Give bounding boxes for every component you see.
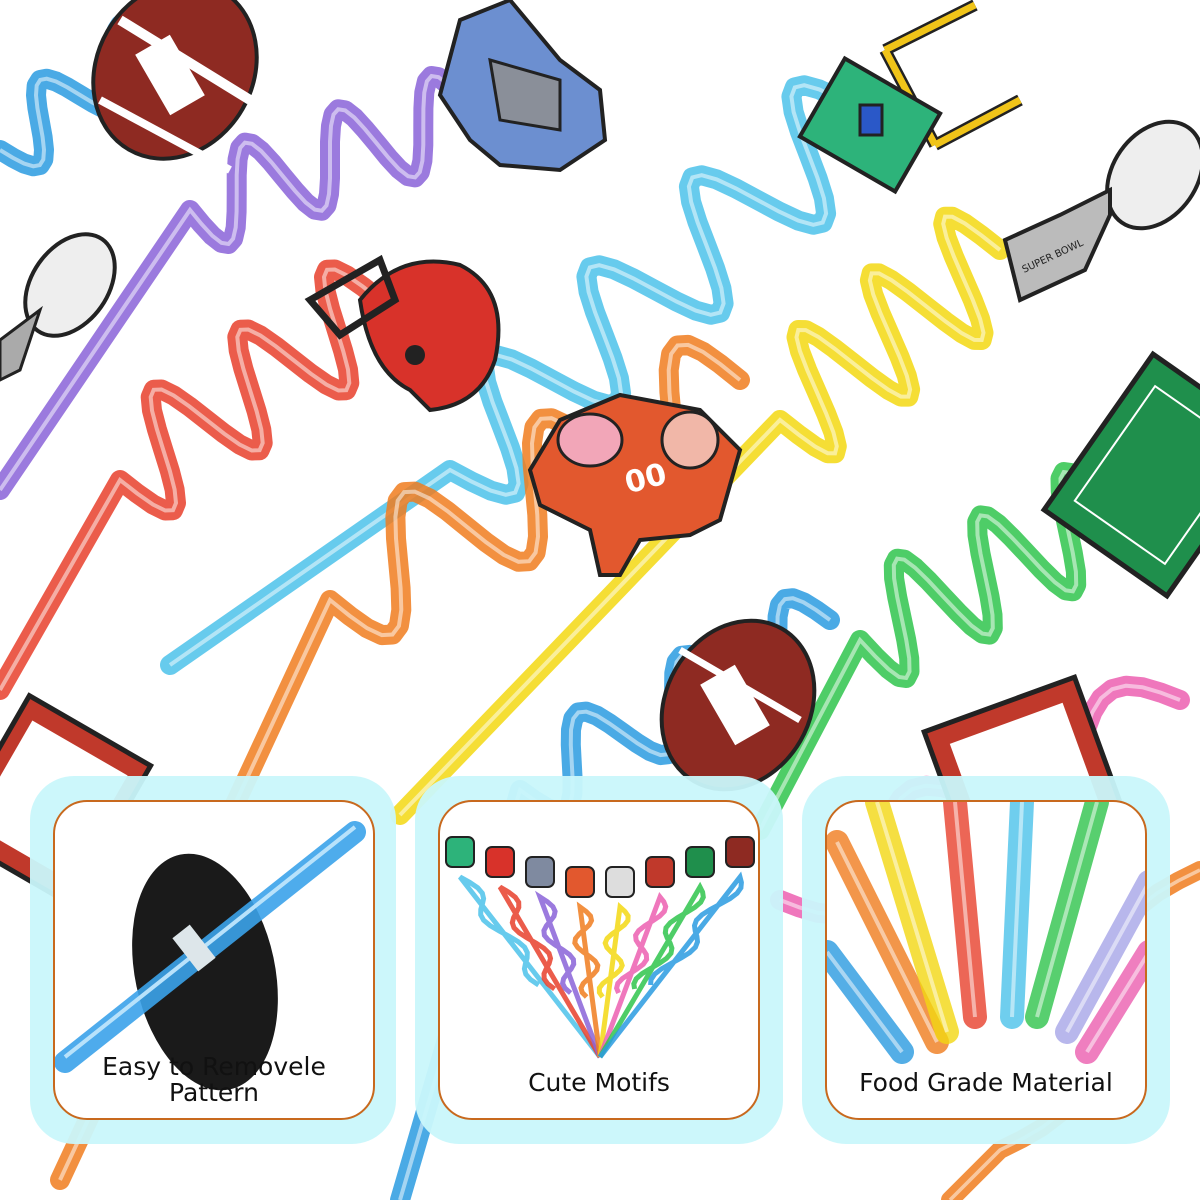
straw <box>597 891 669 1058</box>
straw-tubes-icon <box>827 802 1145 1064</box>
charm <box>645 856 675 888</box>
feature-card-removable: Easy to Removele Pattern <box>53 800 375 1120</box>
trophy-charm-left <box>0 232 117 382</box>
football-disc-icon <box>55 821 366 1091</box>
feature-label: Pattern <box>169 1078 259 1107</box>
straw-bouquet-icon <box>445 836 755 1059</box>
trophy-charm-right: SUPER BOWL <box>1002 119 1200 303</box>
charm <box>525 856 555 888</box>
feature-label: Cute Motifs <box>528 1068 670 1097</box>
straw <box>458 874 602 1059</box>
feature-label: Easy to Removele <box>102 1052 326 1081</box>
charm <box>565 866 595 898</box>
field-charm <box>1040 350 1200 600</box>
helmet-charm <box>304 254 501 413</box>
goalpost-charm <box>797 0 1023 195</box>
charm <box>445 836 475 868</box>
shoulder-pads-charm <box>437 0 608 173</box>
feature-label: Food Grade Material <box>859 1068 1113 1097</box>
charm <box>685 846 715 878</box>
football-charm-top <box>91 0 259 174</box>
charm <box>605 866 635 898</box>
charm <box>485 846 515 878</box>
charm <box>725 836 755 868</box>
feature-card-motifs: Cute Motifs <box>438 800 760 1120</box>
straw <box>534 890 603 1058</box>
straw <box>572 901 603 1058</box>
straw <box>597 881 706 1059</box>
feature-card-material: Food Grade Material <box>825 800 1147 1120</box>
straw <box>497 884 603 1059</box>
straw <box>598 871 744 1059</box>
straw <box>596 901 631 1058</box>
player-charm: 00 <box>527 392 743 577</box>
